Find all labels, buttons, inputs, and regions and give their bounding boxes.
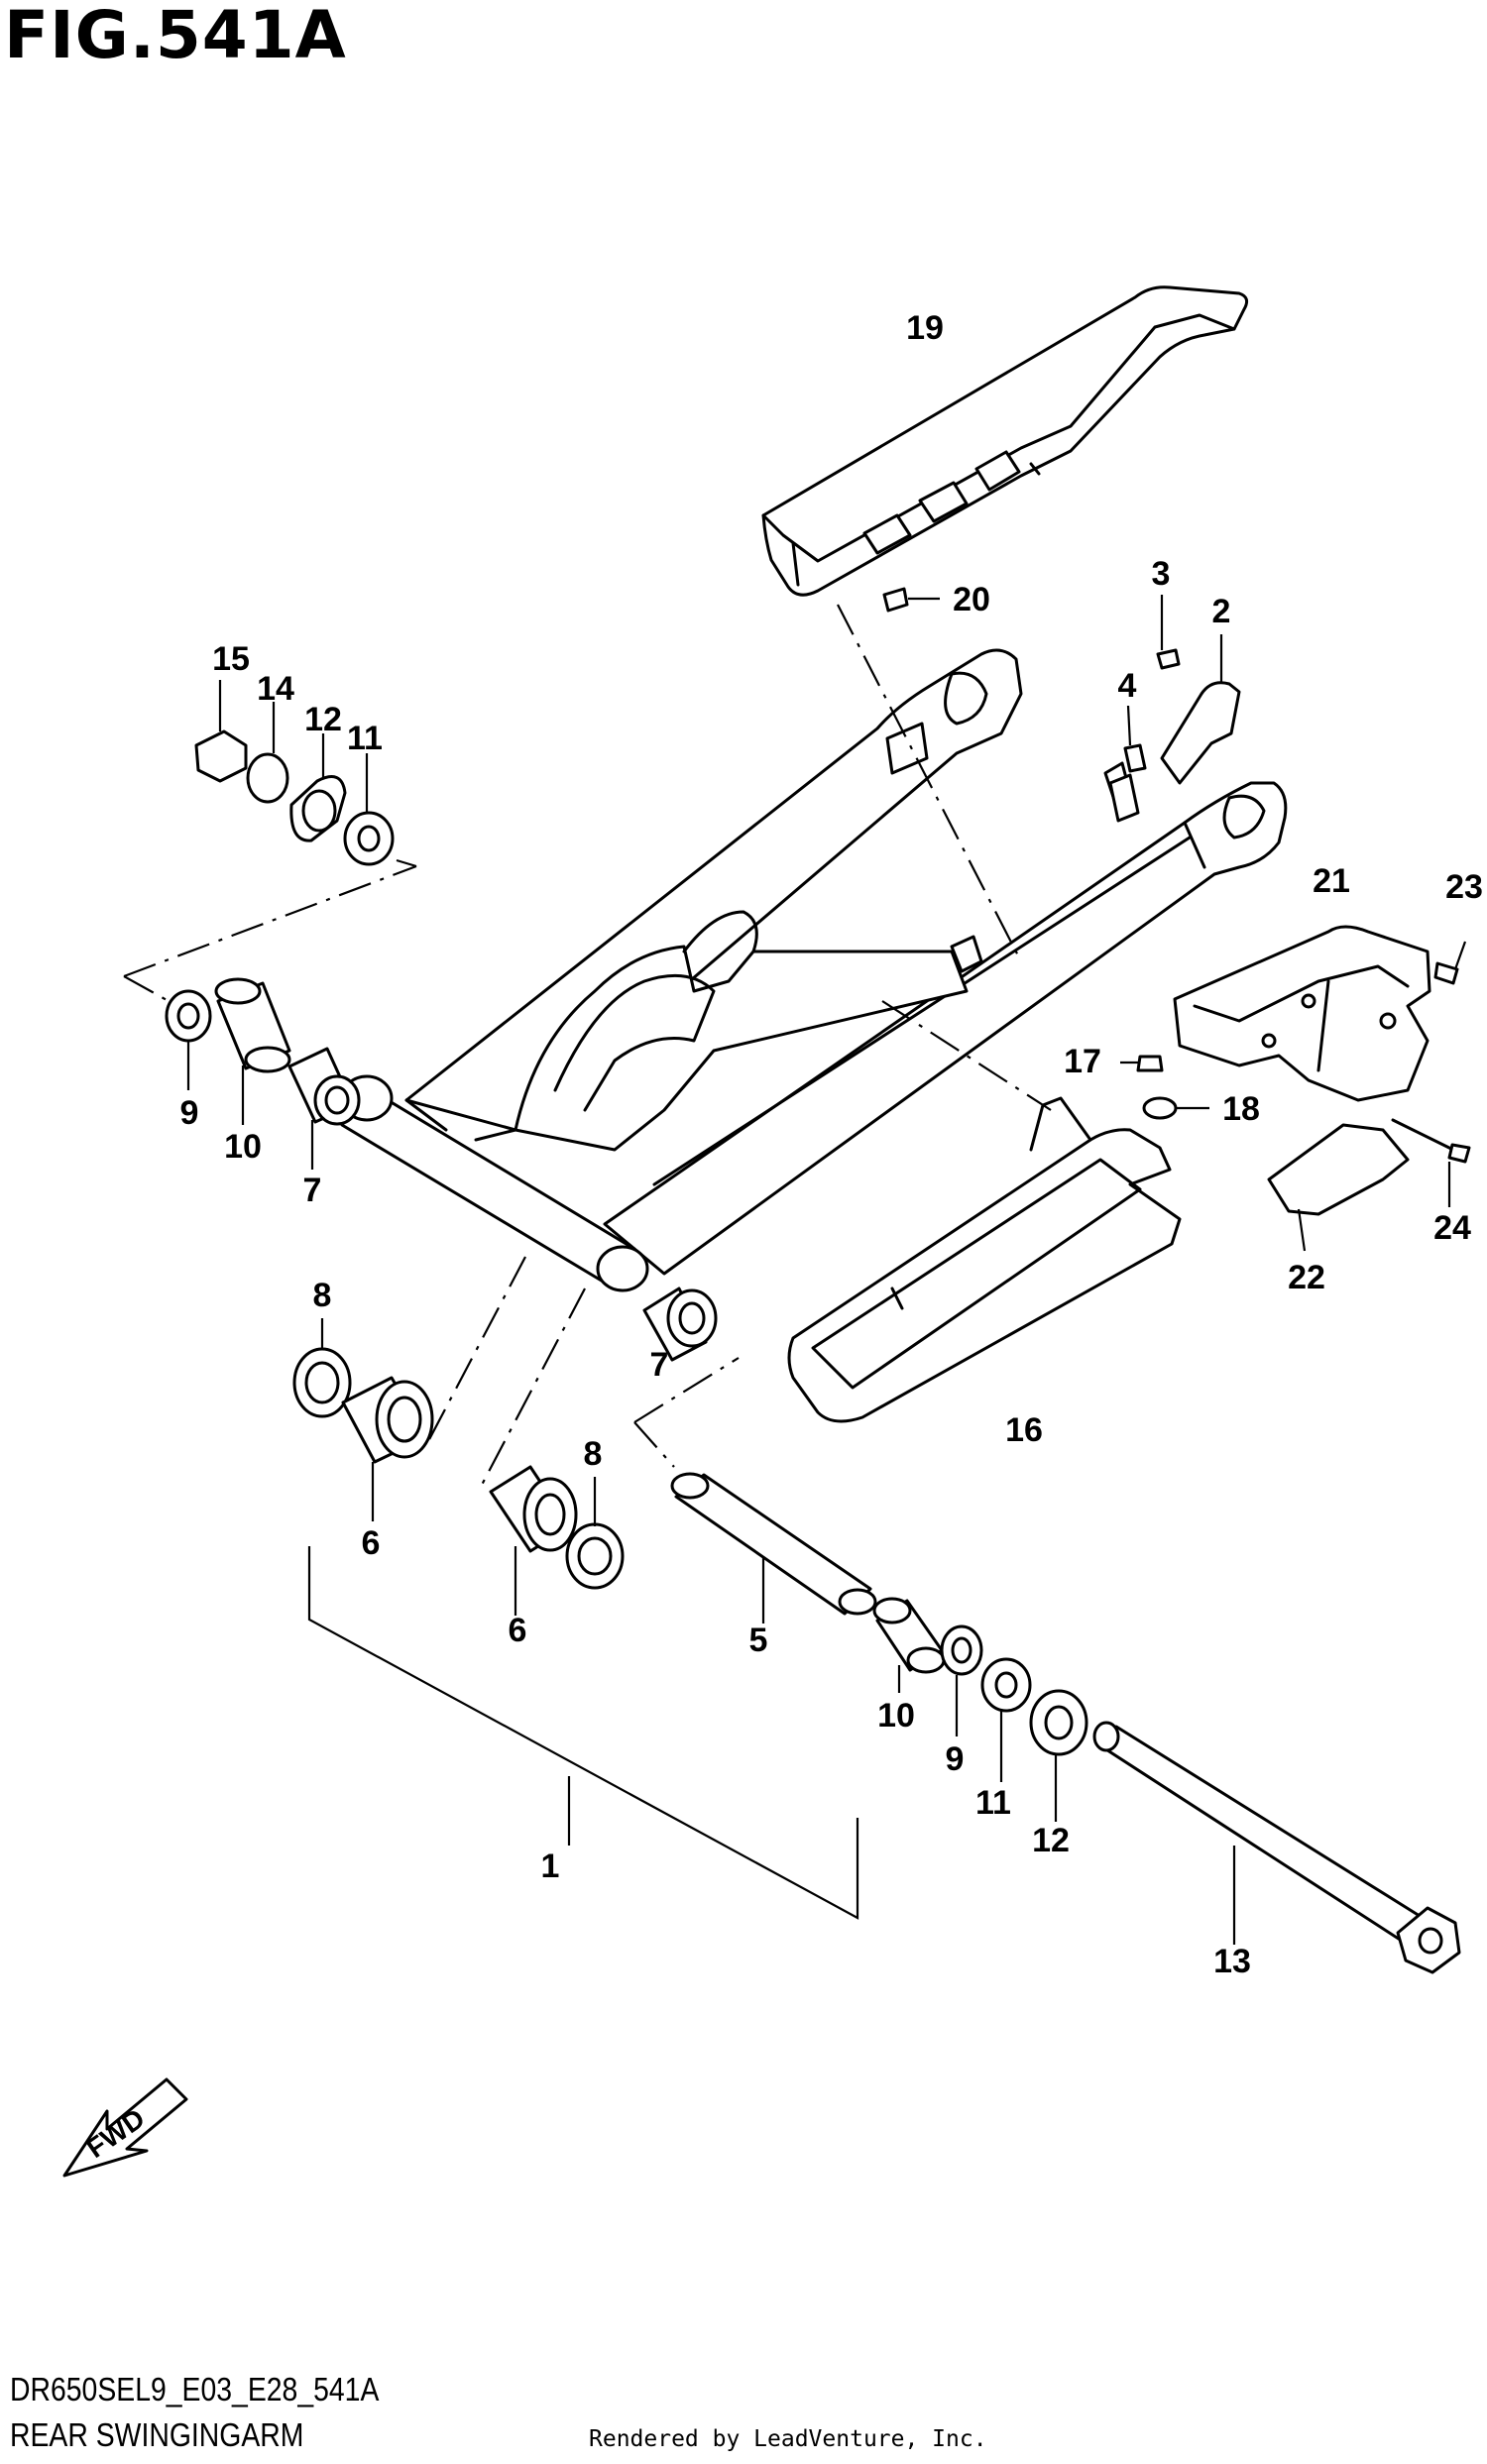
washer-12-upper-part [289, 775, 347, 842]
seal-8-right-part [565, 1522, 625, 1590]
callout-12-upper: 12 [304, 701, 342, 738]
plate-2-part [1160, 681, 1241, 785]
bolt-24-part [1391, 1118, 1459, 1154]
washer-11-upper-part [343, 811, 395, 866]
callout-11-upper: 11 [347, 720, 383, 757]
callout-4: 4 [1118, 667, 1137, 705]
callout-14: 14 [257, 670, 294, 708]
bearing-7-lower-part [642, 1287, 718, 1362]
callout-10-lower: 10 [877, 1697, 915, 1735]
callout-7-upper: 7 [303, 1172, 322, 1209]
swingarm-part [340, 648, 1288, 1292]
seal-8-left-part [292, 1347, 352, 1418]
callout-23: 23 [1445, 868, 1483, 906]
callout-18: 18 [1222, 1090, 1260, 1128]
figure-subtitle: REAR SWINGINGARM [10, 2416, 304, 2453]
callout-1: 1 [541, 1848, 560, 1885]
callout-6-left: 6 [362, 1524, 381, 1562]
spacer-5-part [670, 1472, 877, 1616]
callout-2: 2 [1212, 593, 1231, 630]
screw-17-part [1136, 1055, 1164, 1072]
callout-8-left: 8 [313, 1277, 332, 1314]
callout-12-lower: 12 [1032, 1822, 1070, 1859]
figure-title: FIG.541A [4, 0, 347, 73]
callout-13: 13 [1213, 1943, 1251, 1980]
bolt-20-part [882, 587, 909, 613]
washer-18-part [1142, 1096, 1178, 1120]
callout-9-upper: 9 [180, 1094, 199, 1132]
callout-9-lower: 9 [946, 1740, 965, 1778]
callout-5: 5 [749, 1622, 768, 1659]
screw-3-part [1156, 648, 1181, 670]
callout-17: 17 [1064, 1043, 1101, 1080]
assembly-bracket-1 [307, 1546, 859, 1920]
nut-15-part [194, 729, 248, 783]
render-credit: Rendered by LeadVenture, Inc. [589, 2426, 987, 2452]
callout-20: 20 [953, 581, 990, 618]
bracket-21-part [1173, 925, 1431, 1102]
pivot-shaft-13-part [1092, 1721, 1461, 1974]
callout-16: 16 [1005, 1411, 1043, 1449]
callout-19: 19 [906, 309, 944, 347]
callout-24: 24 [1433, 1209, 1471, 1247]
spacer-10-lower-part [872, 1597, 946, 1674]
callout-6-right: 6 [509, 1612, 527, 1649]
spacer-10-upper-part [214, 977, 291, 1073]
callout-7-lower: 7 [650, 1346, 669, 1384]
washer-11-lower-part [980, 1657, 1032, 1713]
model-code: DR650SEL9_E03_E28_541A [10, 2371, 380, 2408]
washer-9-upper-part [165, 989, 212, 1043]
bearing-7-upper-part [287, 1047, 361, 1126]
fwd-arrow-icon: FWD [62, 2077, 188, 2178]
washer-14-part [246, 752, 289, 804]
screw-4-part [1123, 743, 1147, 773]
callout-3: 3 [1152, 555, 1171, 593]
guard-22-part [1267, 1123, 1410, 1216]
washer-9-lower-part [940, 1624, 983, 1676]
bearing-6-left-part [341, 1376, 434, 1464]
callout-15: 15 [212, 640, 250, 678]
bolt-23-part [1433, 961, 1459, 985]
callout-22: 22 [1288, 1259, 1325, 1296]
washer-12-lower-part [1029, 1689, 1088, 1756]
chain-guard-part [761, 285, 1249, 597]
callout-21: 21 [1313, 862, 1350, 900]
callout-10-upper: 10 [224, 1128, 262, 1166]
chain-slider-part [787, 1096, 1182, 1423]
callout-11-lower: 11 [975, 1784, 1011, 1822]
callout-8-right: 8 [584, 1435, 603, 1473]
bearing-6-right-part [489, 1465, 578, 1553]
